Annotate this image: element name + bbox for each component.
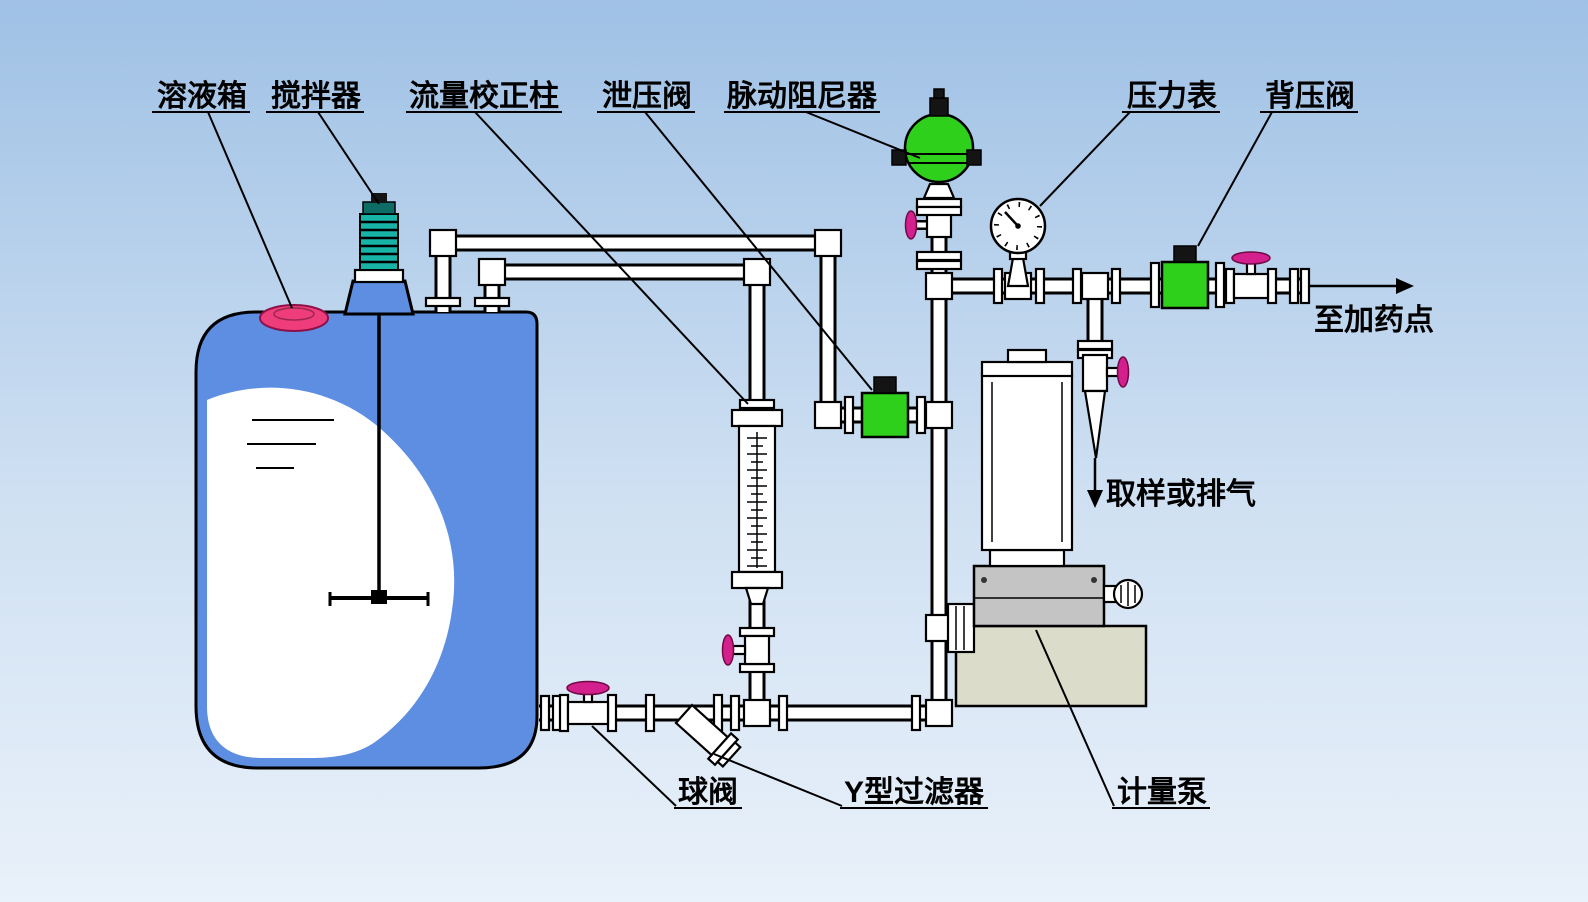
label-agitator: 搅拌器	[271, 80, 362, 113]
gauge-needle	[1004, 211, 1019, 227]
valve-handle	[721, 634, 735, 666]
label-sampling-or-vent: 取样或排气	[1106, 478, 1256, 511]
back-pressure-valve	[1160, 245, 1210, 310]
pipe-fittings	[428, 211, 1110, 728]
valve-handle	[566, 680, 610, 696]
outlet-arrow	[1309, 278, 1414, 294]
label-ball-valve: 球阀	[678, 776, 738, 809]
label-relief-valve: 泄压阀	[602, 80, 692, 113]
valve-handle	[1231, 251, 1271, 265]
tank-cap	[259, 304, 329, 332]
calibration-column	[730, 408, 784, 606]
labels: 溶液箱 搅拌器 流量校正柱 泄压阀 脉动阻尼器 压力表 背压阀 球阀 Y型过滤器…	[152, 79, 1434, 809]
column-drain-valve	[721, 634, 771, 666]
solution-tank	[194, 193, 539, 770]
sampling-line	[1081, 353, 1130, 508]
outlet-valve	[1231, 251, 1271, 300]
label-solution-tank: 溶液箱	[157, 79, 247, 113]
label-to-dosing-point: 至加药点	[1314, 304, 1434, 337]
gauge-ticks	[994, 202, 1042, 250]
pressure-relief-valve	[860, 376, 910, 439]
ball-valve	[566, 680, 610, 726]
tank-neck	[343, 279, 415, 316]
pump-head	[972, 564, 1106, 628]
label-metering-pump: 计量泵	[1117, 776, 1207, 809]
label-back-pressure-valve: 背压阀	[1265, 80, 1355, 113]
pump-motor	[980, 372, 1074, 552]
label-calibration-column: 流量校正柱	[409, 79, 559, 113]
column-graduations	[747, 437, 767, 567]
agitator-motor	[353, 193, 405, 284]
valve-handle	[1116, 356, 1130, 388]
liquid-level-marks	[247, 419, 334, 469]
pulsation-dampener	[891, 88, 982, 240]
vent-valve-handle	[904, 210, 918, 240]
agitator-shaft	[328, 314, 430, 606]
down-arrow	[1087, 490, 1103, 508]
label-pressure-gauge: 压力表	[1127, 80, 1217, 113]
label-pulsation-dampener: 脉动阻尼器	[727, 80, 878, 113]
pressure-gauge	[989, 197, 1047, 288]
y-strainer	[674, 703, 742, 769]
metering-pump	[946, 348, 1148, 708]
label-y-strainer: Y型过滤器	[844, 776, 985, 809]
